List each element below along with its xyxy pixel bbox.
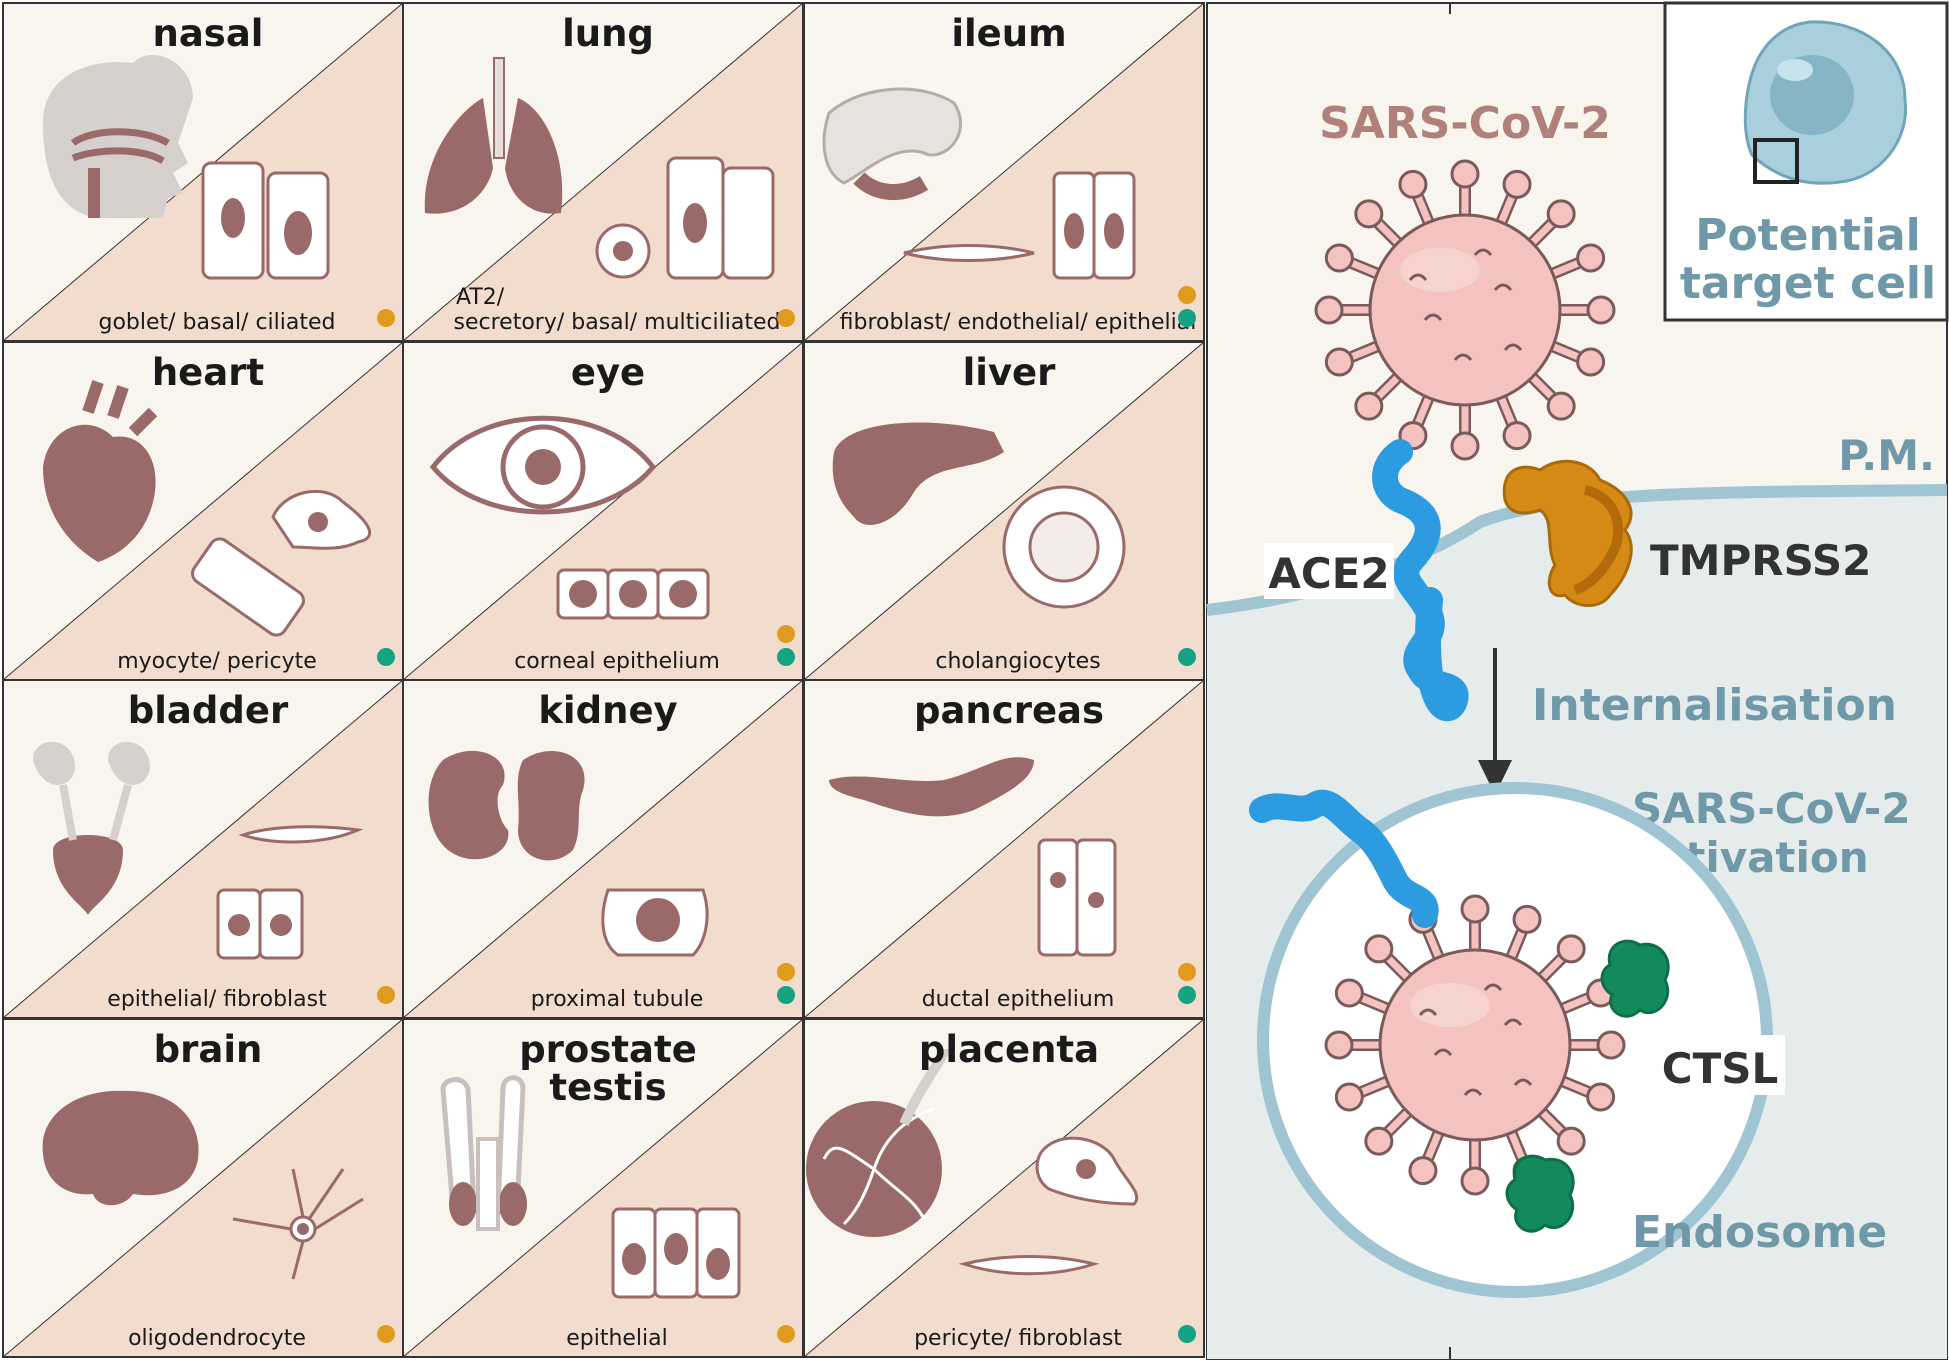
tissue-tile-heart: heart myocyte/ pericyte: [1, 340, 404, 681]
tissue-tile-placenta: placenta pericyte/ fibroblast: [802, 1017, 1205, 1358]
ileum-illustration: [822, 87, 1136, 280]
target-cell-inset: Potential target cell: [1663, 1, 1949, 322]
tissue-name: eye: [571, 351, 645, 394]
cell-type-label: pericyte/ fibroblast: [914, 1326, 1122, 1351]
cell-type-label: ductal epithelium: [922, 987, 1115, 1012]
tissue-name: nasal: [153, 12, 264, 55]
tissue-name: heart: [152, 351, 264, 394]
cell-type-label: cholangiocytes: [935, 649, 1100, 674]
green-dot-icon: [777, 986, 795, 1004]
cell-type-label: epithelial/ fibroblast: [107, 987, 327, 1012]
tissue-name: lung: [562, 12, 654, 55]
zoom-box: [1753, 138, 1799, 184]
bladder-illustration: [33, 741, 364, 960]
nasal-illustration: [43, 55, 330, 280]
tissue-tile-brain: brain oligodendrocyte: [1, 1017, 404, 1358]
endosome-label: Endosome: [1632, 1207, 1887, 1258]
green-dot-icon: [777, 648, 795, 666]
brain-illustration: [42, 1090, 364, 1280]
orange-dot-icon: [777, 1325, 795, 1343]
tissue-tile-eye: eye corneal epithelium: [401, 340, 804, 681]
orange-dot-icon: [777, 309, 795, 327]
tissue-name: brain: [154, 1028, 263, 1071]
tissue-name: ileum: [951, 12, 1066, 55]
tissue-name: placenta: [919, 1028, 1099, 1071]
green-dot-icon: [1178, 309, 1196, 327]
tissue-name: bladder: [128, 689, 289, 732]
orange-dot-icon: [1178, 286, 1196, 304]
eye-illustration: [429, 415, 710, 620]
cell-type-label: myocyte/ pericyte: [117, 649, 317, 674]
tissue-tile-bladder: bladder epithelial/ fibroblast: [1, 678, 404, 1019]
orange-dot-icon: [377, 986, 395, 1004]
cell-type-label: goblet/ basal/ ciliated: [98, 310, 335, 335]
activation-line-1: SARS-CoV-2: [1632, 784, 1911, 833]
tmprss2-label: TMPRSS2: [1650, 536, 1871, 585]
liver-illustration: [832, 422, 1126, 609]
tissue-name: liver: [963, 351, 1057, 394]
orange-dot-icon: [777, 625, 795, 643]
heart-illustration: [43, 380, 372, 637]
tissue-name: prostate: [519, 1028, 697, 1071]
arrow-head-icon: [1478, 760, 1512, 795]
ctsl-enzyme-1: [1600, 939, 1670, 1018]
tissue-tile-ileum: ileum fibroblast/ endothelial/ epithelial: [802, 1, 1205, 342]
internalised-ace2: [1249, 789, 1439, 928]
orange-dot-icon: [1178, 963, 1196, 981]
orange-dot-icon: [777, 963, 795, 981]
internalisation-label: Internalisation: [1532, 680, 1897, 731]
sars-cov-2-virion: [1316, 161, 1614, 459]
tissue-name: kidney: [538, 689, 677, 732]
green-dot-icon: [1178, 1325, 1196, 1343]
virus-label: SARS-CoV-2: [1319, 98, 1611, 149]
cell-type-label: oligodendrocyte: [128, 1326, 306, 1351]
kidney-illustration: [428, 750, 709, 957]
tissue-name: pancreas: [914, 689, 1104, 732]
orange-dot-icon: [377, 309, 395, 327]
tissue-tile-pancreas: pancreas ductal epithelium: [802, 678, 1205, 1019]
placenta-illustration: [806, 1048, 1138, 1276]
ace2-label: ACE2: [1268, 549, 1389, 598]
ace2-receptor: [1372, 439, 1469, 722]
cell-type-label: fibroblast/ endothelial/ epithelial: [840, 310, 1197, 335]
ctsl-label: CTSL: [1662, 1044, 1778, 1093]
internalised-virion: [1326, 896, 1624, 1194]
green-dot-icon: [1178, 986, 1196, 1004]
pancreas-illustration: [829, 757, 1117, 957]
tissue-grid: nasal goblet/ basal/ ciliated lungAT2/secr…: [1, 1, 1205, 1358]
cell-type-label: proximal tubule: [531, 987, 704, 1012]
tissue-name: testis: [549, 1066, 666, 1109]
orange-dot-icon: [377, 1325, 395, 1343]
membrane-label: P.M.: [1838, 431, 1935, 480]
cell-type-label: epithelial: [566, 1326, 668, 1351]
cell-type-label: AT2/: [456, 285, 505, 310]
inset-title-line-1: Potential: [1695, 210, 1921, 261]
ctsl-enzyme-2: [1505, 1154, 1575, 1233]
prostate-testis-illustration: [440, 1075, 741, 1299]
green-dot-icon: [1178, 648, 1196, 666]
lung-illustration: [424, 57, 775, 280]
tissue-tile-kidney: kidney proximal tubule: [401, 678, 804, 1019]
green-dot-icon: [377, 648, 395, 666]
cell-type-label: secretory/ basal/ multiciliated: [454, 310, 781, 335]
pathway-panel: P.M. SARS-CoV-2 Potential target cell AC…: [1206, 1, 1949, 1360]
inset-title-line-2: target cell: [1680, 258, 1936, 309]
tissue-tile-liver: liver cholangiocytes: [802, 340, 1205, 681]
cell-type-label: corneal epithelium: [514, 649, 720, 674]
tissue-tile-nasal: nasal goblet/ basal/ ciliated: [1, 1, 404, 342]
